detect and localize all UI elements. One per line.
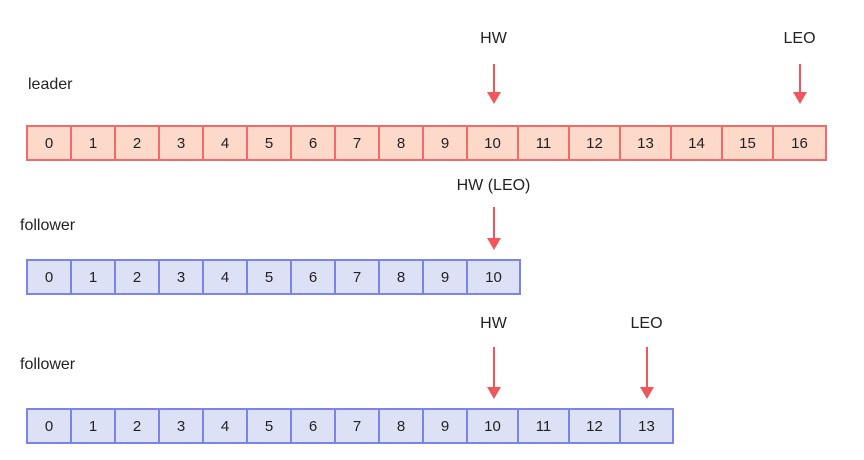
marker-label: HW xyxy=(480,30,507,47)
log-offset-cell: 5 xyxy=(248,261,292,293)
leader-row-label: leader xyxy=(28,76,73,93)
marker-label: HW (LEO) xyxy=(456,177,531,194)
log-offset-cell: 2 xyxy=(116,127,160,159)
log-offset-cell: 3 xyxy=(160,410,204,442)
log-offset-cell: 8 xyxy=(380,261,424,293)
log-offset-cell: 10 xyxy=(485,268,502,286)
log-offset-cell: 2 xyxy=(116,261,160,293)
log-offset-cell: 8 xyxy=(380,410,424,442)
marker-label: HW xyxy=(480,315,507,332)
log-offset-cell: 14 xyxy=(672,127,723,159)
marker-label: LEO xyxy=(783,30,816,47)
log-offset-cell: 3 xyxy=(160,261,204,293)
log-offset-cell: 7 xyxy=(336,127,380,159)
log-offset-cell: 2 xyxy=(116,410,160,442)
log-offset-cell: 16 xyxy=(791,134,808,152)
down-arrow-icon xyxy=(486,347,501,399)
log-offset-cell: 13 xyxy=(621,127,672,159)
log-offset-cell: 11 xyxy=(519,410,570,442)
follower-row-label: follower xyxy=(20,217,76,234)
log-offset-cell: 5 xyxy=(248,127,292,159)
log-offset-cell: 0 xyxy=(28,127,72,159)
log-offset-cell: 8 xyxy=(380,127,424,159)
log-offset-cell: 5 xyxy=(248,410,292,442)
log-offset-cell: 7 xyxy=(336,261,380,293)
log-offset-cell: 1 xyxy=(72,410,116,442)
down-arrow-icon xyxy=(639,347,654,399)
log-offset-cell: 12 xyxy=(570,127,621,159)
log-offset-cell: 13 xyxy=(638,417,655,435)
log-offset-cell: 11 xyxy=(519,127,570,159)
log-offset-cell: 6 xyxy=(292,261,336,293)
log-offset-cell: 0 xyxy=(28,410,72,442)
log-offset-cell: 9 xyxy=(424,261,468,293)
log-offset-cell: 10 xyxy=(468,127,519,159)
log-offset-cell: 7 xyxy=(336,410,380,442)
log-offset-cell: 9 xyxy=(424,127,468,159)
log-offset-cell: 15 xyxy=(723,127,774,159)
log-offset-cell: 4 xyxy=(204,410,248,442)
log-offset-cell: 0 xyxy=(28,261,72,293)
log-offset-cell: 3 xyxy=(160,127,204,159)
log-offset-cell: 10 xyxy=(468,410,519,442)
down-arrow-icon xyxy=(792,64,807,104)
down-arrow-icon xyxy=(486,207,501,250)
log-offset-cell: 6 xyxy=(292,410,336,442)
log-offset-cell: 4 xyxy=(204,127,248,159)
log-offset-cell: 12 xyxy=(570,410,621,442)
marker-label: LEO xyxy=(630,315,663,332)
follower-row-label: follower xyxy=(20,356,76,373)
log-offset-cell: 1 xyxy=(72,127,116,159)
log-offset-cell: 1 xyxy=(72,261,116,293)
down-arrow-icon xyxy=(486,64,501,104)
log-offset-cell: 6 xyxy=(292,127,336,159)
log-offset-cell: 4 xyxy=(204,261,248,293)
log-offset-cell: 9 xyxy=(424,410,468,442)
